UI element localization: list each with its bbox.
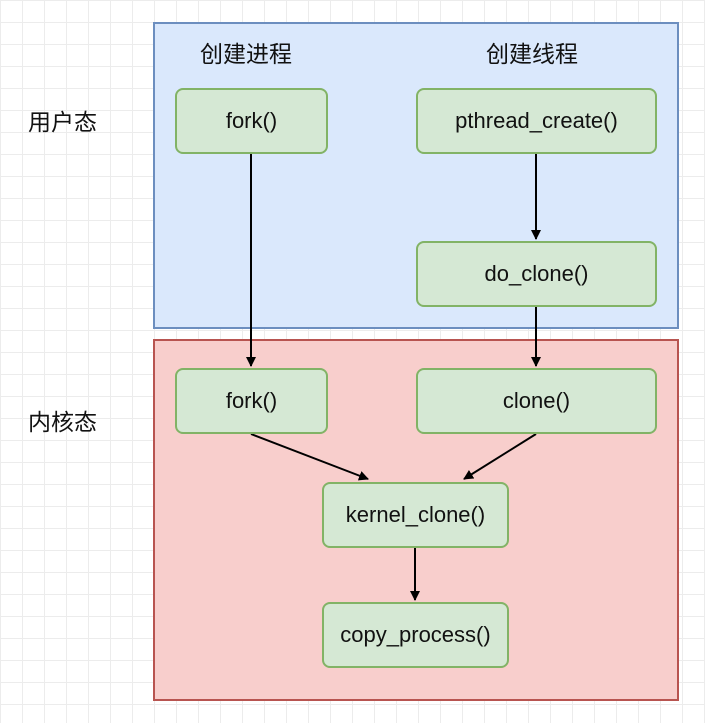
do-clone-node[interactable]: do_clone() <box>416 241 657 307</box>
kernel-fork-node[interactable]: fork() <box>175 368 328 434</box>
user-fork-node[interactable]: fork() <box>175 88 328 154</box>
copy-process-node[interactable]: copy_process() <box>322 602 509 668</box>
pthread-create-node[interactable]: pthread_create() <box>416 88 657 154</box>
kernel-mode-label: 内核态 <box>28 410 97 436</box>
create-thread-header: 创建线程 <box>486 42 578 68</box>
create-process-header: 创建进程 <box>200 42 292 68</box>
kernel-clone-node[interactable]: kernel_clone() <box>322 482 509 548</box>
user-mode-label: 用户态 <box>28 110 97 136</box>
kernel-clone-call-node[interactable]: clone() <box>416 368 657 434</box>
